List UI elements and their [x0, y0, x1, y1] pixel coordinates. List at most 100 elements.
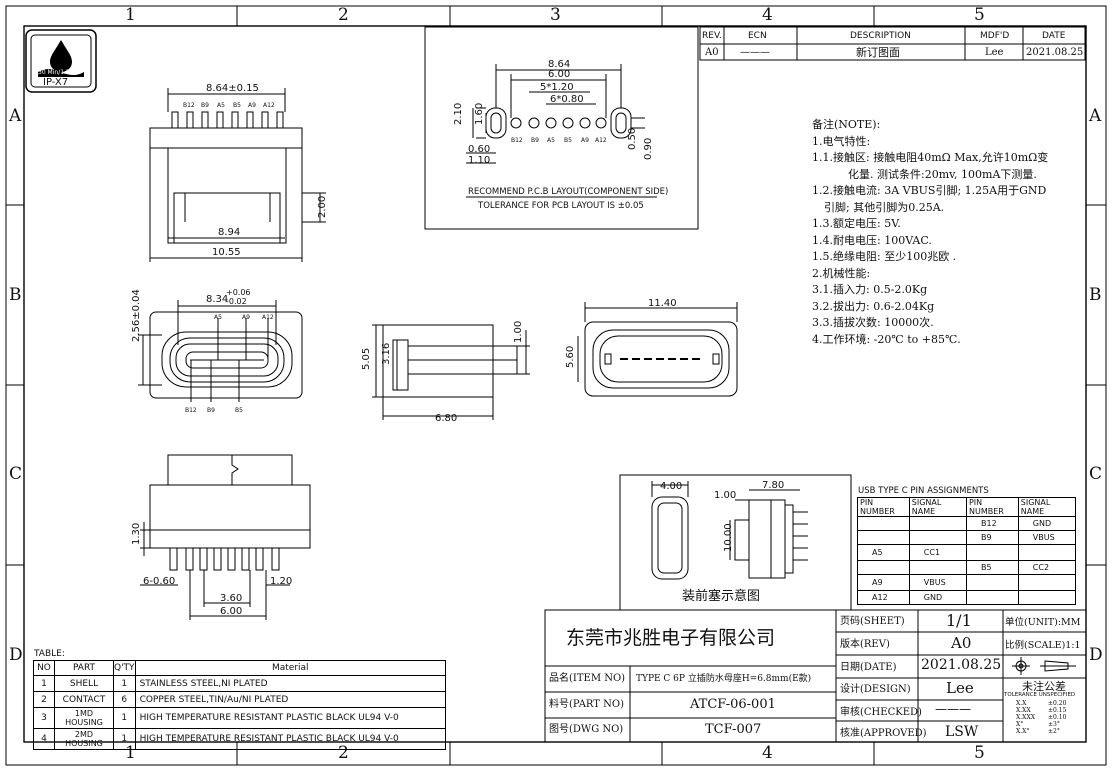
- pcb-pin-label: A9: [581, 137, 589, 144]
- zone-row-b: B: [9, 285, 22, 305]
- top-dim-200: 2.00: [317, 195, 328, 218]
- front-dim-256: 2.56±0.04: [131, 289, 142, 342]
- zone-col-4: 4: [762, 5, 773, 25]
- company-name: 东莞市兆胜电子有限公司: [566, 627, 776, 649]
- zone-col-5-bottom: 5: [974, 743, 985, 763]
- top-dim-894: 8.94: [218, 227, 241, 238]
- pcb-pin-label: B9: [531, 137, 539, 144]
- zone-row-a: A: [9, 106, 22, 126]
- top-pin-label: B5: [233, 102, 241, 109]
- list-item: X.XX±0.15: [1016, 707, 1067, 714]
- top-pin-label: A5: [217, 102, 225, 109]
- table-row: 2 CONTACT 6 COPPER STEEL,TIN/Au/NI PLATE…: [33, 691, 447, 708]
- bottom-dim-130: 1.30: [131, 522, 142, 545]
- item-label: 品名(ITEM NO): [549, 673, 626, 684]
- pcb-layout-title: RECOMMEND P.C.B LAYOUT(COMPONENT SIDE): [468, 187, 669, 197]
- zone-row-c: C: [9, 464, 23, 484]
- cell: HIGH TEMPERATURE RESISTANT PLASTIC BLACK…: [134, 707, 447, 729]
- front-bottom-pin: B12: [185, 407, 197, 414]
- rev-header-ecn: ECN: [748, 31, 767, 41]
- bottom-dim-060: 6-0.60: [143, 576, 176, 587]
- zone-col-1: 1: [125, 5, 136, 25]
- pin-assign-header: SIGNAL NAME: [1017, 497, 1077, 517]
- approved-value: LSW: [945, 724, 979, 740]
- note-line: 2.机械性能:: [812, 266, 871, 280]
- pcb-dim-050: 0.50: [627, 127, 638, 150]
- table-row: 4 2MD HOUSING 1 HIGH TEMPERATURE RESISTA…: [33, 728, 447, 750]
- cell: [1017, 590, 1077, 605]
- cell: 6: [113, 691, 136, 708]
- cell: GND: [908, 590, 967, 605]
- list-item: X.X±0.20: [1016, 700, 1067, 707]
- cell: [965, 590, 1019, 605]
- pcb-layout-tolerance: TOLERANCE FOR PCB LAYOUT IS ±0.05: [478, 201, 644, 211]
- date-value: 2021.08.25: [921, 657, 1002, 673]
- design-value: Lee: [946, 679, 974, 697]
- list-item: X.XXX±0.10: [1016, 714, 1067, 721]
- top-pin-label: A9: [248, 102, 256, 109]
- pcb-dim-060: 0.60: [468, 144, 491, 155]
- bottom-dim-120: 1.20: [270, 576, 293, 587]
- cell: 1: [113, 707, 136, 729]
- rev-row-date: 2021.08.25: [1026, 47, 1084, 58]
- table-row: A5 CC1: [857, 544, 1077, 561]
- bom-header: NO: [33, 660, 55, 676]
- front-top-pin: A5: [214, 314, 222, 321]
- rev-row-ecn: ———: [740, 47, 770, 58]
- end-dim-560: 5.60: [565, 345, 576, 368]
- sheet-label: 页码(SHEET): [840, 616, 905, 627]
- sheet-value: 1/1: [946, 611, 972, 630]
- rev-header-mdf: MDF'D: [980, 31, 1010, 41]
- rev-value: A0: [951, 634, 972, 652]
- cell: 2: [33, 691, 55, 708]
- table-row: 1 SHELL 1 STAINLESS STEEL,NI PLATED: [33, 675, 447, 692]
- note-line: 化量. 测试条件:20mv, 100mA下测量.: [848, 167, 1037, 181]
- pin-assign-header: PIN NUMBER: [857, 497, 910, 517]
- pcb-dim-160: 1.60: [474, 102, 485, 125]
- cell: B12: [965, 516, 1019, 531]
- cell: [908, 516, 967, 531]
- rev-row-desc: 新订图面: [856, 46, 900, 59]
- note-line: 备注(NOTE):: [812, 118, 881, 131]
- side-dim-316: 3.16: [381, 342, 392, 365]
- cell: HIGH TEMPERATURE RESISTANT PLASTIC BLACK…: [134, 728, 447, 750]
- cell: A9: [857, 574, 910, 591]
- checked-value: ———: [935, 702, 971, 716]
- note-line: 1.4.耐电电压: 100VAC.: [812, 233, 932, 247]
- part-label: 料号(PART NO): [549, 699, 624, 710]
- cell: CC1: [908, 544, 967, 561]
- cell: GND: [1017, 516, 1077, 531]
- note-line: 3.2.拔出力: 0.6-2.04Kg: [812, 299, 935, 313]
- rev-row-rev: A0: [705, 47, 719, 58]
- front-bottom-pin: B9: [207, 407, 215, 414]
- rev-header-desc: DESCRIPTION: [850, 31, 911, 41]
- logo-rating: IP-X7: [43, 77, 69, 88]
- design-label: 设计(DESIGN): [840, 684, 911, 695]
- cell: [1017, 574, 1077, 591]
- cell: [965, 574, 1019, 591]
- cell: SHELL: [54, 675, 114, 692]
- pcb-dim-864: 8.64: [548, 59, 571, 70]
- rev-row-mdf: Lee: [985, 47, 1004, 58]
- top-pin-label: B12: [183, 102, 195, 109]
- unit-label: 单位(UNIT):MM: [1005, 617, 1081, 628]
- notes-block: 备注(NOTE): 1.电气特性: 1.1.接触区: 接触电阻40mΩ Max,…: [812, 117, 1048, 348]
- note-line: 3.3.插拔次数: 10000次.: [812, 316, 934, 329]
- cell: B5: [965, 560, 1019, 575]
- side-dim-505: 5.05: [361, 347, 372, 370]
- cell: 1: [33, 675, 55, 692]
- approved-label: 核准(APPROVED): [840, 728, 927, 739]
- cell: [1017, 544, 1077, 561]
- plug-caption: 装前塞示意图: [682, 589, 761, 604]
- cell: COPPER STEEL,TIN/Au/NI PLATED: [134, 691, 447, 708]
- bottom-dim-360: 3.60: [220, 593, 243, 604]
- rev-label: 版本(REV): [840, 639, 890, 650]
- pin-assign-title: USB TYPE C PIN ASSIGNMENTS: [858, 486, 989, 496]
- zone-col-2-bottom: 2: [338, 743, 349, 763]
- zone-row-d-right: D: [1089, 645, 1103, 665]
- water-drop-icon: [50, 40, 72, 72]
- cell: 1MD HOUSING: [54, 707, 114, 729]
- zone-col-2: 2: [338, 5, 349, 25]
- zone-row-c-right: C: [1089, 464, 1103, 484]
- bottom-dim-600: 6.00: [220, 606, 243, 617]
